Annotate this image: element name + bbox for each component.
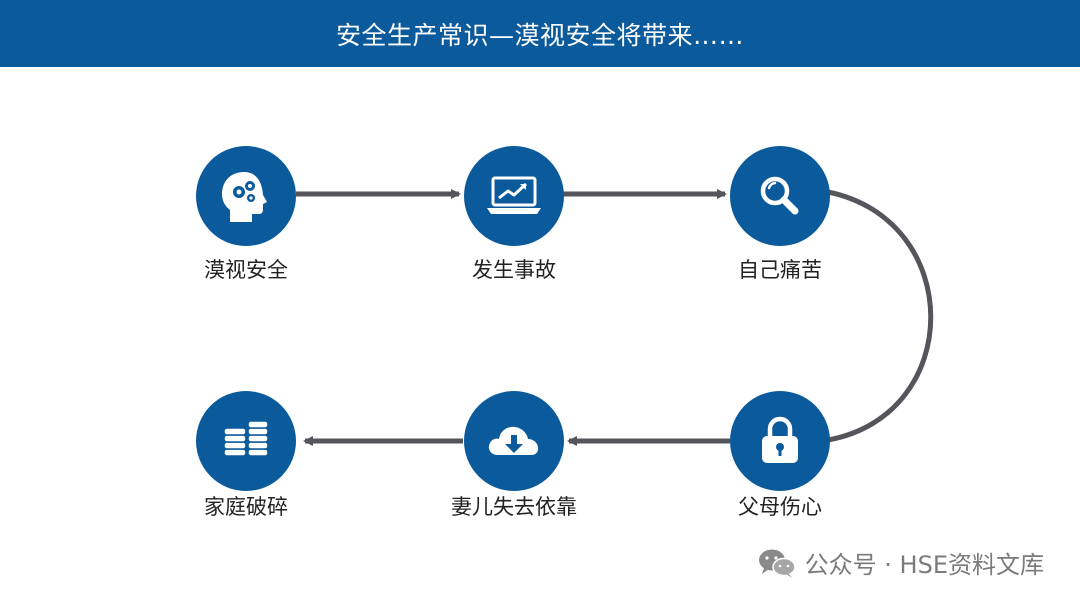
node-label-family-without-support: 妻儿失去依靠 xyxy=(451,495,577,519)
node-label-self-pain: 自己痛苦 xyxy=(738,258,822,282)
laptop-chart-icon xyxy=(487,176,541,214)
node-label-ignore-safety: 漠视安全 xyxy=(204,258,288,282)
wechat-icon xyxy=(758,549,796,578)
node-label-family-broken: 家庭破碎 xyxy=(204,495,288,519)
coin-stacks-icon xyxy=(223,420,269,457)
node-family-without-support xyxy=(464,391,564,491)
watermark-text: 公众号 · HSE资料文库 xyxy=(804,551,1044,579)
node-accident xyxy=(464,146,564,246)
node-self-pain xyxy=(730,146,830,246)
head-gears-icon xyxy=(222,172,267,222)
cloud-download-icon xyxy=(488,426,539,455)
node-label-parents-sad: 父母伤心 xyxy=(738,495,822,519)
magnifier-icon xyxy=(760,176,799,215)
curve-3-to-4 xyxy=(827,189,934,443)
header-bar: 安全生产常识—漠视安全将带来…… xyxy=(0,0,1080,67)
node-label-accident: 发生事故 xyxy=(472,258,556,282)
node-ignore-safety xyxy=(196,146,296,246)
page-title: 安全生产常识—漠视安全将带来…… xyxy=(335,20,744,50)
watermark: 公众号 · HSE资料文库 xyxy=(757,545,1044,580)
padlock-icon xyxy=(762,416,798,463)
node-parents-sad xyxy=(730,391,830,491)
node-family-broken xyxy=(196,391,296,491)
